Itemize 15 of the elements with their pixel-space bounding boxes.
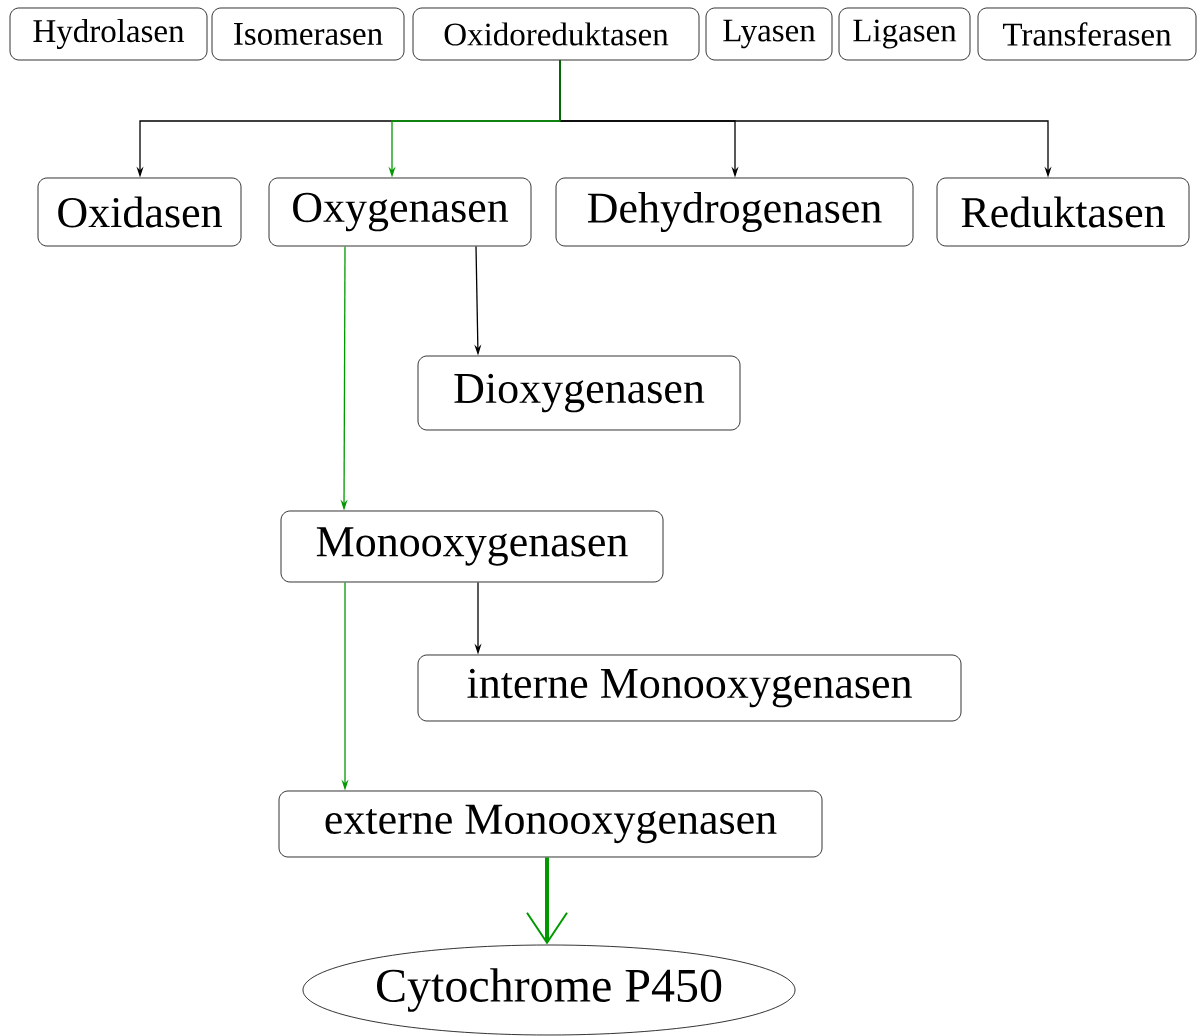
enzyme-box: Hydrolasen xyxy=(9,7,208,61)
enzyme-box: Lyasen xyxy=(705,7,833,61)
enzyme-box: Transferasen xyxy=(977,7,1197,61)
enzyme-box: Isomerasen xyxy=(211,7,405,61)
enzyme-box: Reduktasen xyxy=(936,177,1190,247)
enzyme-box: Monooxygenasen xyxy=(280,510,664,583)
enzyme-box: Ligasen xyxy=(838,7,971,61)
enzyme-box: interne Monooxygenasen xyxy=(417,654,962,722)
enzyme-box: Oxidasen xyxy=(37,177,242,247)
enzyme-box: Oxidoreduktasen xyxy=(412,7,700,61)
enzyme-box: Dioxygenasen xyxy=(417,355,741,431)
enzyme-box: externe Monooxygenasen xyxy=(278,790,823,858)
enzyme-box: Oxygenasen xyxy=(268,177,532,247)
double-arrow xyxy=(526,857,568,945)
enzyme-box: Dehydrogenasen xyxy=(555,177,914,247)
